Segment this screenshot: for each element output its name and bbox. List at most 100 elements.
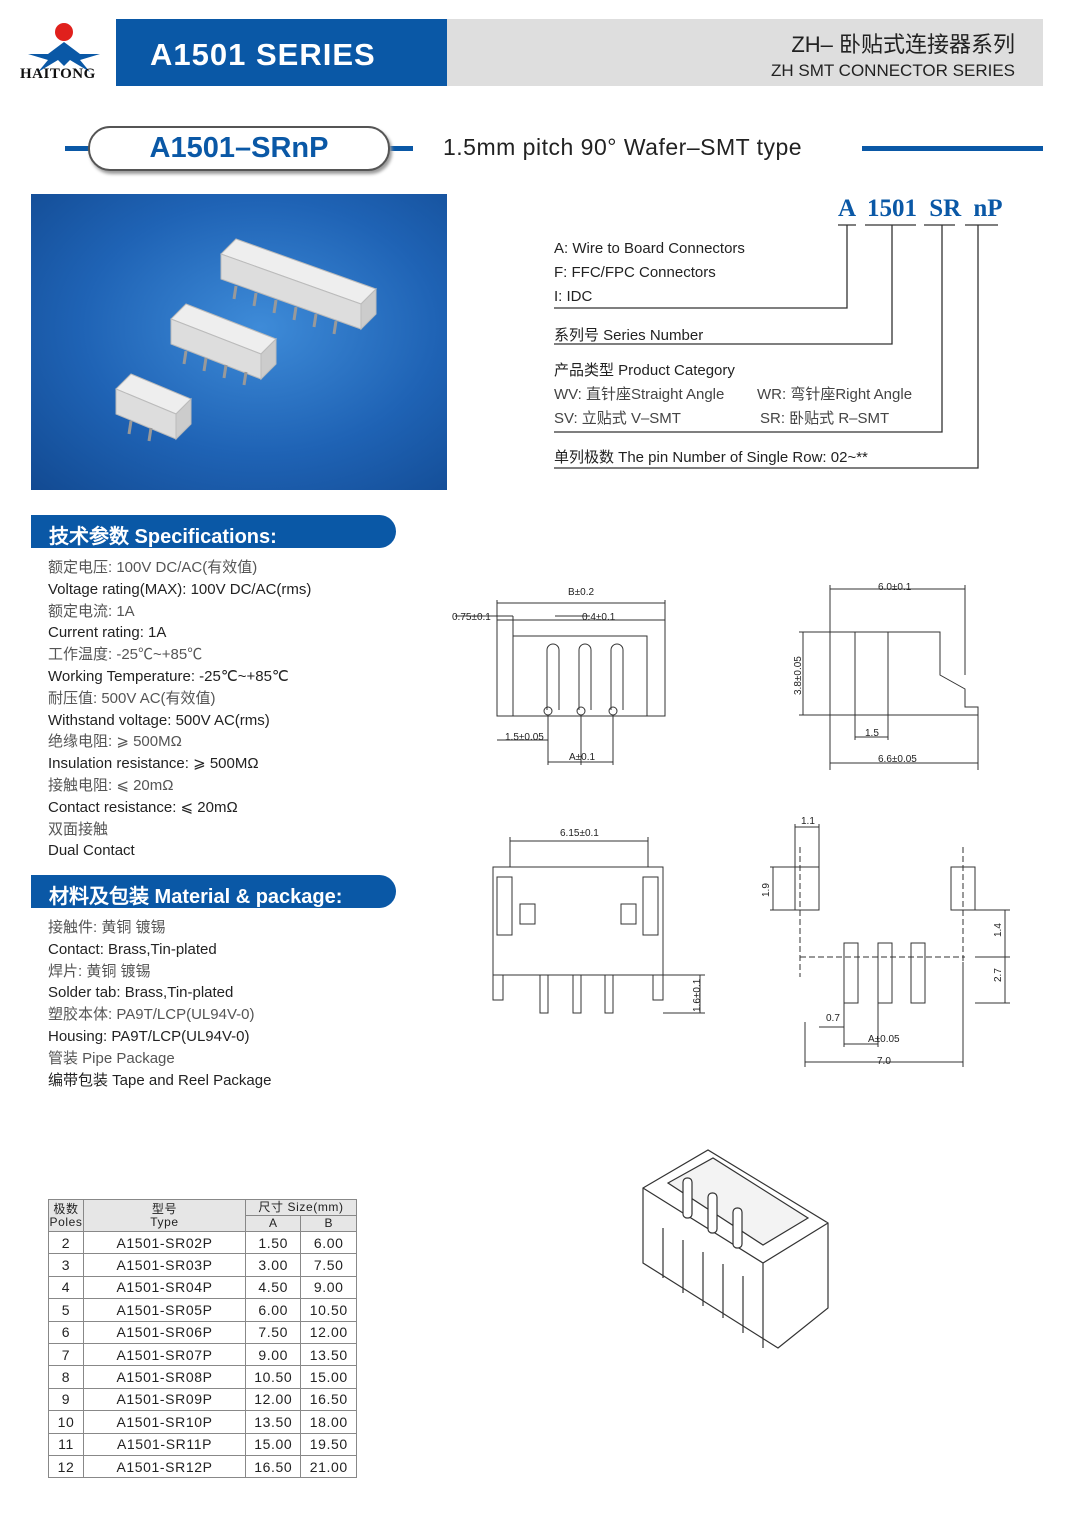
spec-line: Contact: Brass,Tin-plated (48, 940, 217, 958)
product-model: A1501–SRnP (88, 126, 390, 171)
divider (65, 146, 90, 151)
cell-a: 1.50 (244, 1230, 302, 1255)
cell-b: 6.00 (300, 1230, 357, 1255)
product-photo (31, 194, 447, 490)
cell-a: 16.50 (244, 1454, 302, 1479)
code-prefix: A (838, 195, 855, 222)
type-line: A: Wire to Board Connectors (554, 240, 745, 257)
dim-top-width: 6.15±0.1 (560, 828, 599, 839)
spec-line: 额定电压: 100V DC/AC(有效值) (48, 559, 258, 576)
cell-type: A1501-SR10P (83, 1410, 246, 1434)
dim-0-7: 0.7 (826, 1013, 840, 1024)
cell-b: 15.00 (300, 1365, 357, 1389)
cell-type: A1501-SR09P (83, 1387, 246, 1412)
dim-height: 3.8±0.05 (793, 656, 804, 695)
spec-line: Solder tab: Brass,Tin-plated (48, 984, 234, 1002)
category-item: WR: 弯针座Right Angle (757, 386, 913, 403)
spec-line: 工作温度: -25℃~+85℃ (48, 646, 203, 664)
spec-line: Current rating: 1A (48, 624, 167, 642)
cell-a: 3.00 (244, 1253, 302, 1277)
cell-poles: 5 (48, 1298, 84, 1322)
cell-type: A1501-SR06P (83, 1320, 246, 1344)
part-code-leader-lines (554, 224, 998, 469)
material-heading: 材料及包装 Material & package: (31, 875, 396, 908)
cell-type: A1501-SR07P (83, 1342, 246, 1367)
isometric-drawing (642, 1149, 829, 1349)
cell-poles: 3 (48, 1253, 84, 1277)
spec-line: 管装 Pipe Package (48, 1049, 175, 1067)
cell-a: 6.00 (244, 1298, 302, 1322)
cell-type: A1501-SR02P (83, 1230, 246, 1255)
cell-a: 13.50 (244, 1410, 302, 1434)
part-code: A 1501 SR nP (838, 195, 1003, 223)
cell-a: 4.50 (244, 1275, 302, 1300)
spec-line: Voltage rating(MAX): 100V DC/AC(rms) (48, 580, 312, 598)
spec-line: 塑胶本体: PA9T/LCP(UL94V-0) (48, 1006, 255, 1024)
header-a: A (244, 1215, 302, 1232)
cell-b: 13.50 (300, 1342, 357, 1367)
code-series: 1501 (866, 195, 917, 222)
dim-1-4: 1.4 (993, 923, 1004, 937)
cell-a: 12.00 (244, 1387, 302, 1412)
category-item: WV: 直针座Straight Angle (554, 386, 725, 403)
cell-poles: 10 (48, 1410, 84, 1434)
dim-total: 6.6±0.05 (878, 754, 917, 765)
pcb-layout-drawing: 1.1 1.9 1.4 2.7 0.7 A±0.05 7.0 (761, 816, 1010, 1067)
cell-a: 10.50 (244, 1365, 302, 1389)
spec-line: Housing: PA9T/LCP(UL94V-0) (48, 1027, 250, 1045)
logo-text: HAITONG (20, 66, 96, 82)
cell-b: 10.50 (300, 1298, 357, 1322)
spec-line: 接触件: 黄铜 镀锡 (48, 919, 166, 936)
cell-b: 21.00 (300, 1454, 357, 1479)
top-view-drawing: 6.15±0.1 1.6±0.1 (492, 828, 705, 1014)
cell-type: A1501-SR04P (83, 1275, 246, 1300)
dim-7-0: 7.0 (877, 1056, 891, 1067)
dim-pitch: 1.5±0.05 (505, 732, 544, 743)
spec-line: 耐压值: 500V AC(有效值) (48, 689, 216, 707)
series-banner: ZH– 卧贴式连接器系列 ZH SMT CONNECTOR SERIES (447, 19, 1043, 86)
cell-poles: 9 (48, 1387, 84, 1412)
cell-a: 9.00 (244, 1342, 302, 1367)
code-category: SR (929, 195, 962, 222)
product-subtitle: 1.5mm pitch 90° Wafer–SMT type (443, 134, 803, 160)
dim-b: B±0.2 (568, 587, 594, 598)
cell-b: 16.50 (300, 1387, 357, 1412)
dim-1-9: 1.9 (761, 883, 772, 897)
spec-line: Withstand voltage: 500V AC(rms) (48, 711, 270, 729)
spec-line: 编带包装 Tape and Reel Package (48, 1071, 272, 1089)
cell-b: 7.50 (300, 1253, 357, 1277)
cell-type: A1501-SR12P (83, 1454, 246, 1479)
dim-lead: 1.6±0.1 (692, 978, 703, 1012)
spec-line: Contact resistance: ⩽ 20mΩ (48, 798, 238, 816)
cell-b: 19.50 (300, 1432, 357, 1456)
dim-slot: 1.5 (865, 728, 879, 739)
spec-line: 接触电阻: ⩽ 20mΩ (48, 776, 174, 794)
code-pins: nP (973, 195, 1003, 222)
cell-b: 12.00 (300, 1320, 357, 1344)
cell-type: A1501-SR08P (83, 1365, 246, 1389)
cell-poles: 7 (48, 1342, 84, 1367)
series-cn: ZH– 卧贴式连接器系列 (791, 32, 1015, 57)
pin-number-label: 单列极数 The pin Number of Single Row: 02~** (554, 449, 868, 466)
type-line: F: FFC/FPC Connectors (554, 264, 716, 281)
specs-list: 额定电压: 100V DC/AC(有效值) Voltage rating(MAX)… (48, 557, 311, 862)
series-en: ZH SMT CONNECTOR SERIES (770, 61, 1015, 80)
dim-2-7: 2.7 (993, 968, 1004, 982)
cell-poles: 4 (48, 1275, 84, 1300)
cell-type: A1501-SR11P (83, 1432, 246, 1456)
spec-line: 绝缘电阻: ⩾ 500MΩ (48, 733, 182, 751)
spec-line: 额定电流: 1A (48, 602, 135, 620)
cell-type: A1501-SR05P (83, 1298, 246, 1322)
divider (388, 146, 413, 151)
